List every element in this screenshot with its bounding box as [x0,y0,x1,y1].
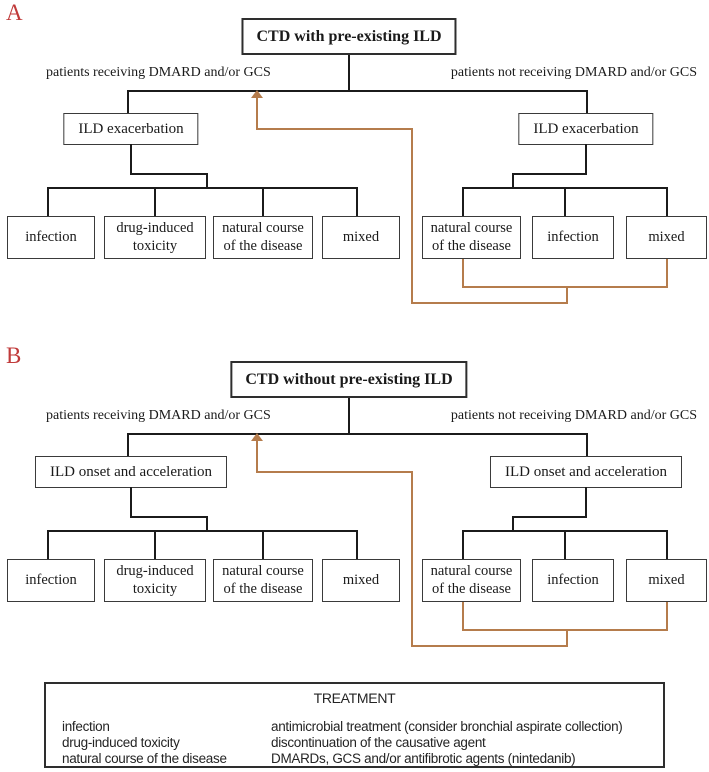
connector-left-step [206,516,208,532]
treatment-condition: infection [62,719,110,734]
connector-right-step [585,487,587,518]
feedback-arrow-line [462,259,464,288]
connector-leaf-drop [462,187,464,217]
connector-leaf-drop [564,187,566,217]
connector-leaf-drop [564,530,566,560]
feedback-arrow-line [411,645,568,647]
treatment-legend-box: TREATMENT infection antimicrobial treatm… [44,682,665,768]
connector-right-step [512,173,587,175]
feedback-arrow-line [256,471,413,473]
left-node-box: ILD onset and acceleration [34,456,228,488]
panel-b: B CTD without pre-existing ILD patients … [0,343,709,678]
branch-label-right: patients not receiving DMARD and/or GCS [450,408,697,423]
right-node-box: ILD onset and acceleration [489,456,683,488]
feedback-arrowhead-icon [251,433,263,441]
left-node-box: ILD exacerbation [63,113,199,145]
connector-left-step [130,516,208,518]
leaf-box: infection [532,559,614,602]
leaf-box: natural course of the disease [213,559,313,602]
feedback-arrow-line [256,128,413,130]
connector-leaf-drop [262,187,264,217]
leaf-box: mixed [626,216,707,259]
feedback-arrow-line [462,602,464,631]
right-node-box: ILD exacerbation [518,113,654,145]
connector-left-leaf-rail [47,187,358,189]
leaf-box: mixed [322,216,400,259]
leaf-box: natural course of the disease [422,559,521,602]
connector-right-drop [586,90,588,114]
connector-left-drop [127,90,129,114]
connector-left-step [130,173,208,175]
connector-branch-rail [127,90,588,92]
treatment-rows: infection antimicrobial treatment (consi… [62,719,655,768]
root-node-box: CTD without pre-existing ILD [230,361,468,398]
connector-right-step [512,516,587,518]
connector-leaf-drop [666,530,668,560]
panel-a: A CTD with pre-existing ILD patients rec… [0,0,709,335]
treatment-therapy: antimicrobial treatment (consider bronch… [271,719,623,734]
connector-leaf-drop [262,530,264,560]
feedback-arrow-line [256,440,258,473]
branch-label-right: patients not receiving DMARD and/or GCS [450,65,697,80]
connector-right-drop [586,433,588,457]
feedback-arrow-line [256,97,258,130]
branch-label-left: patients receiving DMARD and/or GCS [46,408,271,423]
feedback-arrowhead-icon [251,90,263,98]
leaf-box: infection [7,559,95,602]
connector-leaf-drop [356,187,358,217]
feedback-arrow-line [411,471,413,647]
connector-leaf-drop [47,530,49,560]
feedback-arrow-line [666,259,668,288]
connector-leaf-drop [154,187,156,217]
treatment-row: infection antimicrobial treatment (consi… [62,719,655,735]
leaf-box: drug-induced toxicity [104,559,206,602]
connector-leaf-drop [154,530,156,560]
connector-right-step [512,516,514,532]
feedback-arrow-line [462,629,668,631]
treatment-condition: natural course of the disease [62,751,227,767]
connector-right-step [512,173,514,189]
feedback-arrow-line [566,287,568,304]
treatment-therapy: DMARDs, GCS and/or antifibrotic agents (… [271,751,576,767]
leaf-box: infection [532,216,614,259]
connector-root-stem [348,398,350,435]
connector-left-drop [127,433,129,457]
connector-left-step [130,487,132,518]
connector-left-leaf-rail [47,530,358,532]
connector-right-step [585,144,587,175]
treatment-therapy: discontinuation of the causative agent [271,735,486,751]
feedback-arrow-line [462,286,668,288]
connector-leaf-drop [47,187,49,217]
treatment-condition: drug-induced toxicity [62,735,180,751]
connector-leaf-drop [666,187,668,217]
connector-root-stem [348,55,350,92]
feedback-arrow-line [666,602,668,631]
branch-label-left: patients receiving DMARD and/or GCS [46,65,271,80]
leaf-box: infection [7,216,95,259]
connector-branch-rail [127,433,588,435]
treatment-title: TREATMENT [313,690,396,706]
leaf-box: mixed [626,559,707,602]
connector-left-step [206,173,208,189]
root-node-box: CTD with pre-existing ILD [241,18,457,55]
feedback-arrow-line [411,128,413,304]
connector-leaf-drop [356,530,358,560]
leaf-box: drug-induced toxicity [104,216,206,259]
treatment-row: natural course of the disease DMARDs, GC… [62,751,655,767]
leaf-box: natural course of the disease [213,216,313,259]
leaf-box: mixed [322,559,400,602]
connector-left-step [130,144,132,175]
leaf-box: natural course of the disease [422,216,521,259]
connector-leaf-drop [462,530,464,560]
treatment-row: drug-induced toxicity discontinuation of… [62,735,655,751]
panel-a-letter: A [6,0,23,25]
feedback-arrow-line [411,302,568,304]
panel-b-letter: B [6,343,22,368]
feedback-arrow-line [566,630,568,647]
